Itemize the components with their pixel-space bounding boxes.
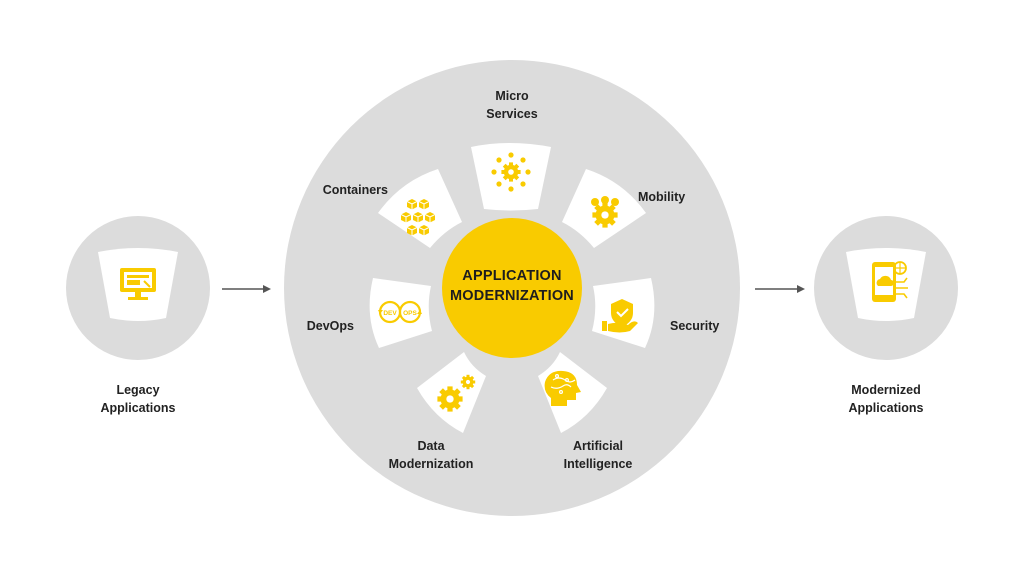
- label-containers: Containers: [322, 183, 388, 197]
- ai-brain-head-icon: [544, 370, 581, 406]
- label-data-modernization: Data Modernization: [388, 439, 474, 471]
- label-mobility: Mobility: [638, 190, 686, 204]
- segment-devops: DEV OPS: [369, 278, 432, 348]
- label-micro-services: Micro Services: [486, 89, 538, 121]
- label-legacy-applications: Legacy Applications: [100, 383, 176, 415]
- devops-cycle-icon: DEV OPS: [378, 300, 422, 324]
- legacy-computer-icon: [120, 268, 156, 300]
- segment-containers: [378, 169, 462, 248]
- team-gear-icon: [591, 196, 619, 228]
- segment-micro-services: [471, 143, 551, 211]
- shield-hand-icon: [602, 299, 638, 333]
- legacy-panel: [98, 248, 178, 321]
- microservices-gear-icon: [491, 152, 531, 192]
- label-devops: DevOps: [306, 319, 354, 333]
- svg-text:DEV: DEV: [383, 310, 397, 317]
- mobile-cloud-icon: [872, 261, 908, 302]
- arrow-center-to-modernized: [755, 285, 805, 293]
- center-title: APPLICATION MODERNIZATION: [450, 268, 574, 304]
- svg-text:OPS: OPS: [403, 310, 417, 317]
- label-modernized-applications: Modernized Applications: [848, 383, 924, 415]
- arrow-legacy-to-center: [222, 285, 271, 293]
- center-circle: [442, 218, 582, 358]
- segment-artificial-intelligence: [538, 352, 607, 433]
- segment-data-modernization: [417, 352, 486, 433]
- segment-security: [592, 278, 655, 348]
- label-security: Security: [670, 319, 720, 333]
- segment-mobility: [562, 169, 646, 248]
- label-artificial-intelligence: Artificial Intelligence: [563, 439, 633, 471]
- modernized-panel: [846, 248, 926, 321]
